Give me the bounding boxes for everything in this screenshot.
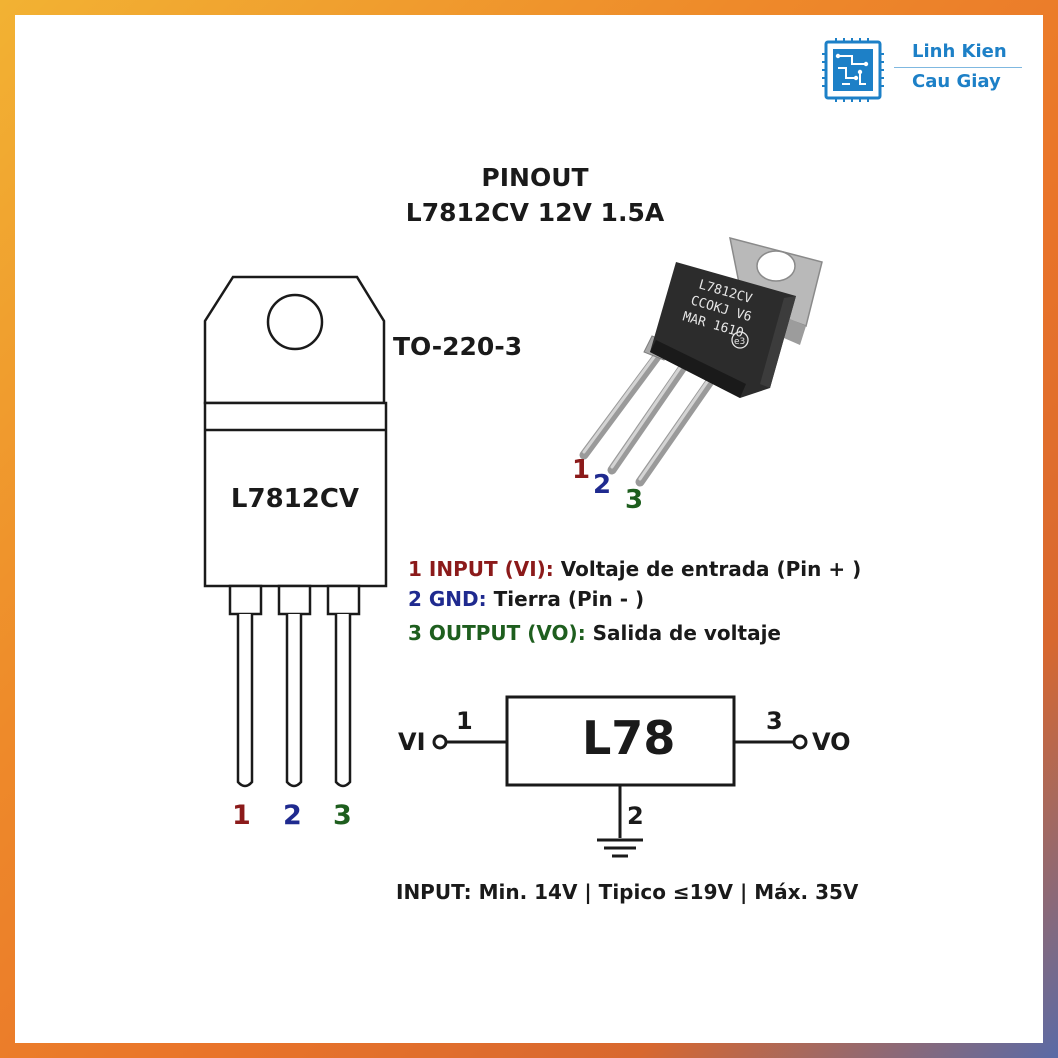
schematic-pin-in-number: 1 bbox=[456, 707, 473, 735]
brand-name-line1: Linh Kien bbox=[912, 41, 1007, 62]
pin-2-name: GND: bbox=[428, 587, 487, 611]
photo-pin-2-number: 2 bbox=[593, 470, 612, 500]
pin-2-desc: Tierra (Pin - ) bbox=[493, 587, 645, 611]
photo-pin-1-number: 1 bbox=[572, 455, 591, 485]
title-pinout: PINOUT bbox=[481, 163, 589, 192]
pin-1-desc: Voltaje de entrada (Pin + ) bbox=[560, 557, 862, 581]
outline-pin-3-number: 3 bbox=[333, 800, 352, 831]
outline-pin-2-number: 2 bbox=[283, 800, 302, 831]
brand-name-line2: Cau Giay bbox=[912, 71, 1001, 92]
photo-pin-3-number: 3 bbox=[625, 485, 644, 515]
schematic-pin-out-number: 3 bbox=[766, 707, 783, 735]
output-terminal-icon bbox=[792, 734, 808, 750]
pin-3-description: 3 OUTPUT (VO): Salida de voltaje bbox=[408, 621, 781, 645]
pin-3-name: OUTPUT (VO): bbox=[428, 621, 586, 645]
package-type-label: TO-220-3 bbox=[393, 332, 523, 361]
input-voltage-spec: INPUT: Min. 14V | Tipico ≤19V | Máx. 35V bbox=[396, 880, 859, 904]
page-background bbox=[15, 15, 1043, 1043]
title-part-spec: L7812CV 12V 1.5A bbox=[405, 198, 665, 227]
pin-2-num: 2 bbox=[408, 587, 422, 611]
schematic-output-label: VO bbox=[812, 728, 851, 756]
schematic-block-label: L78 bbox=[582, 711, 676, 765]
ground-symbol-icon bbox=[597, 838, 643, 858]
pin-1-description: 1 INPUT (VI): Voltaje de entrada (Pin + … bbox=[408, 557, 861, 581]
photo-marking-symbol: e3 bbox=[734, 337, 745, 347]
chip-logo-icon bbox=[822, 38, 884, 102]
e3-marking-icon bbox=[731, 331, 749, 349]
pin-3-desc: Salida de voltaje bbox=[592, 621, 781, 645]
schematic-pin-gnd-number: 2 bbox=[627, 802, 644, 830]
chip-part-label: L7812CV bbox=[230, 484, 360, 514]
pin-3-num: 3 bbox=[408, 621, 422, 645]
input-terminal-icon bbox=[432, 734, 448, 750]
pin-1-num: 1 bbox=[408, 557, 422, 581]
schematic-input-label: VI bbox=[398, 728, 426, 756]
outline-pin-1-number: 1 bbox=[232, 800, 251, 831]
brand-logo: Linh Kien Cau Giay bbox=[822, 38, 1022, 102]
pin-1-name: INPUT (VI): bbox=[428, 557, 554, 581]
pin-2-description: 2 GND: Tierra (Pin - ) bbox=[408, 587, 644, 611]
logo-divider bbox=[894, 67, 1022, 68]
